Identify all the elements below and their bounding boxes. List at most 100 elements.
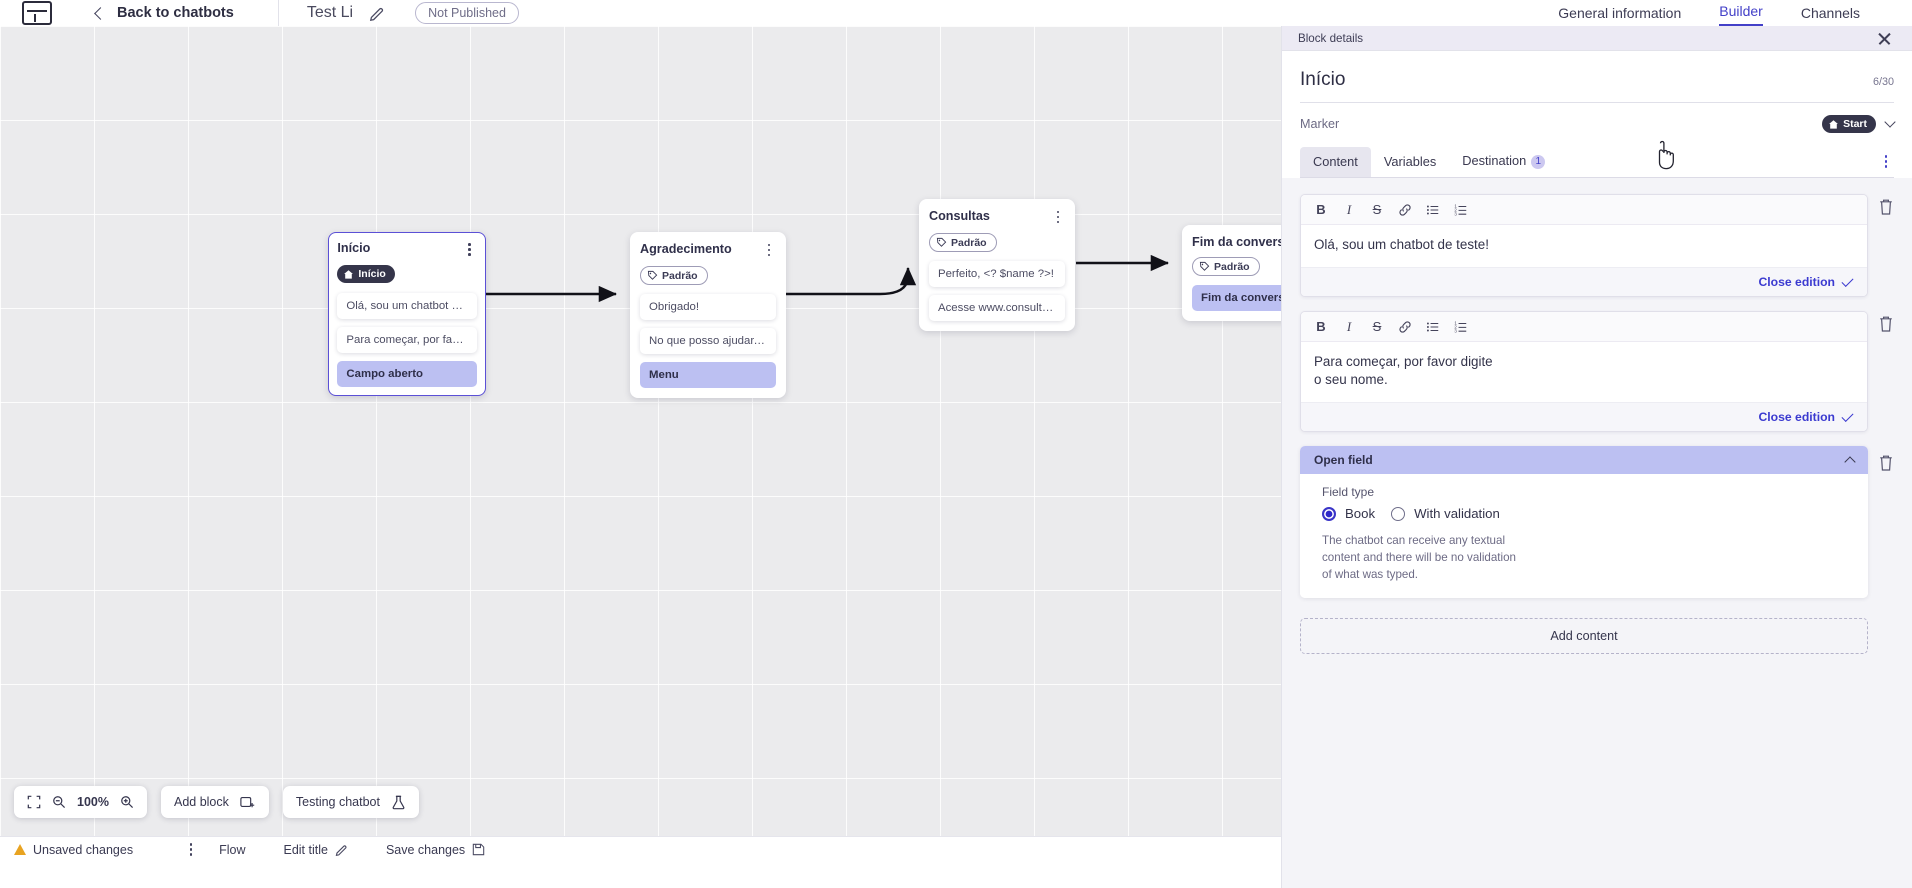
flow-node-consultas[interactable]: Consultas Padrão Perfeito, <? $name ?>! … (919, 199, 1075, 331)
marker-control[interactable]: Start (1822, 115, 1896, 133)
node-message[interactable]: Acesse www.consultas.com par... (929, 295, 1065, 321)
node-header: Consultas (929, 209, 1065, 225)
trash-icon[interactable] (1878, 315, 1894, 333)
node-options-icon[interactable] (1051, 209, 1065, 225)
pencil-icon[interactable] (369, 5, 385, 21)
tab-channels[interactable]: Channels (1800, 5, 1860, 21)
fit-screen-icon[interactable] (27, 795, 41, 809)
bold-icon[interactable]: B (1316, 202, 1326, 217)
char-counter: 6/30 (1872, 76, 1894, 88)
tab-destination-label: Destination (1462, 153, 1527, 168)
close-edition-button[interactable]: Close edition (1758, 274, 1854, 290)
svg-text:1: 1 (1454, 320, 1457, 325)
svg-text:3: 3 (1454, 211, 1457, 216)
node-message-highlight[interactable]: Fim da conversa (1192, 285, 1281, 311)
add-block-button[interactable]: Add block (160, 786, 269, 818)
link-icon[interactable] (1391, 316, 1419, 337)
back-to-chatbots-link[interactable]: Back to chatbots (117, 5, 234, 21)
tab-content[interactable]: Content (1300, 146, 1371, 177)
edit-title-button[interactable]: Edit title (283, 843, 347, 857)
app-logo-icon[interactable] (22, 1, 52, 25)
node-message[interactable]: No que posso ajudar, <? $name ... (640, 328, 776, 354)
close-edition-label: Close edition (1758, 410, 1835, 425)
node-message[interactable]: Perfeito, <? $name ?>! (929, 261, 1065, 287)
flow-canvas[interactable]: Início Início Olá, sou um chatbot de tes… (0, 26, 1281, 862)
save-changes-label: Save changes (385, 842, 466, 857)
chatbot-name: Test Li (306, 4, 354, 21)
node-message[interactable]: Para começar, por favor digite o ... (337, 326, 477, 353)
save-changes-button[interactable]: Save changes (386, 843, 485, 857)
check-icon (1841, 409, 1854, 422)
page-title: Início (1300, 69, 1346, 90)
tab-general-information[interactable]: General information (1558, 5, 1682, 21)
trash-icon[interactable] (1878, 198, 1894, 216)
zoom-out-icon[interactable] (52, 795, 66, 809)
flow-button[interactable]: Flow (219, 843, 245, 857)
tab-builder[interactable]: Builder (1719, 3, 1763, 26)
marker-badge[interactable]: Start (1822, 115, 1876, 133)
chevron-left-icon[interactable] (94, 6, 107, 20)
node-options-icon[interactable] (762, 242, 776, 258)
radio-option-book[interactable]: Book (1322, 506, 1375, 521)
open-field-header[interactable]: Open field (1300, 446, 1868, 475)
node-tag-start: Início (337, 265, 395, 284)
bullet-list-icon[interactable] (1419, 316, 1447, 337)
radio-button[interactable] (1391, 506, 1406, 521)
node-header: Fim da conversa (1192, 235, 1281, 249)
unsaved-changes-status: Unsaved changes (14, 843, 133, 857)
node-message-highlight[interactable]: Campo aberto (337, 360, 477, 387)
zoom-controls[interactable]: 100% (14, 786, 147, 818)
radio-label: With validation (1414, 506, 1500, 522)
open-field-row: Open field Field type Book Wi (1300, 446, 1894, 598)
radio-option-with-validation[interactable]: With validation (1391, 506, 1500, 521)
close-icon[interactable] (1877, 31, 1892, 46)
unsaved-changes-label: Unsaved changes (33, 842, 134, 857)
node-message-highlight[interactable]: Menu (640, 362, 776, 388)
tag-icon (647, 270, 658, 280)
testing-chatbot-label: Testing chatbot (295, 795, 380, 809)
flow-node-fim-da-conversa[interactable]: Fim da conversa Padrão Fim da conversa (1182, 225, 1281, 321)
italic-icon[interactable]: I (1346, 318, 1352, 334)
tag-icon (936, 237, 947, 247)
flow-node-inicio[interactable]: Início Início Olá, sou um chatbot de tes… (328, 232, 486, 397)
chevron-down-icon[interactable] (1884, 116, 1896, 128)
testing-chatbot-button[interactable]: Testing chatbot (282, 786, 419, 818)
bold-icon[interactable]: B (1316, 319, 1326, 335)
close-edition-button[interactable]: Close edition (1758, 409, 1854, 425)
save-icon (472, 843, 485, 856)
radio-button[interactable] (1322, 506, 1336, 521)
link-icon[interactable] (1391, 199, 1419, 220)
flask-icon (392, 795, 405, 809)
editor-text[interactable]: Para começar, por favor digite o seu nom… (1301, 342, 1511, 403)
more-options-icon[interactable] (1878, 153, 1894, 171)
node-tag-default: Padrão (929, 233, 997, 252)
more-options-icon[interactable] (183, 842, 199, 858)
bullet-list-icon[interactable] (1419, 199, 1447, 220)
strikethrough-icon[interactable]: S (1372, 202, 1382, 217)
node-message[interactable]: Olá, sou um chatbot de teste! (337, 292, 477, 319)
strikethrough-icon[interactable]: S (1372, 319, 1382, 335)
flow-node-agradecimento[interactable]: Agradecimento Padrão Obrigado! No que po… (630, 232, 786, 398)
flow-label: Flow (219, 842, 246, 857)
divider (1300, 102, 1894, 103)
top-bar: Back to chatbots Test Li Not Published G… (0, 0, 1912, 26)
trash-icon[interactable] (1878, 454, 1894, 472)
add-content-button[interactable]: Add content (1300, 617, 1868, 654)
editor-text[interactable]: Olá, sou um chatbot de teste! (1301, 225, 1867, 268)
add-content-label: Add content (1550, 628, 1618, 643)
toolbar-divider (277, 0, 279, 26)
node-message[interactable]: Obrigado! (640, 294, 776, 320)
italic-icon[interactable]: I (1346, 201, 1352, 217)
chevron-up-icon[interactable] (1844, 456, 1856, 468)
zoom-in-icon[interactable] (120, 795, 134, 809)
node-options-icon[interactable] (463, 241, 477, 257)
field-type-label: Field type (1322, 485, 1375, 500)
close-edition-label: Close edition (1758, 275, 1835, 290)
tab-variables[interactable]: Variables (1383, 153, 1437, 169)
